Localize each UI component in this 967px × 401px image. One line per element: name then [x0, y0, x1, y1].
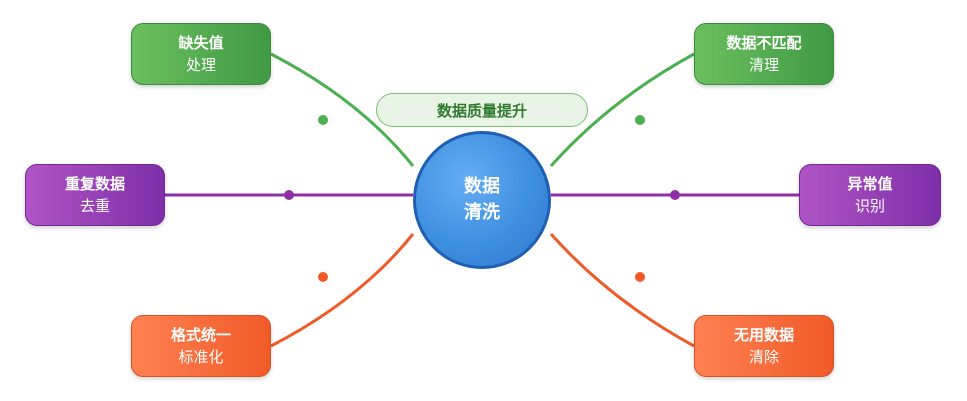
node-title: 重复数据 [64, 175, 125, 193]
quality-banner-label: 数据质量提升 [436, 101, 527, 120]
connector-missing [270, 52, 415, 167]
node-duplicate-data[interactable]: 重复数据 去重 [25, 164, 165, 226]
center-node[interactable]: 数据 清洗 [413, 131, 551, 269]
node-format-unification[interactable]: 格式统一 标准化 [131, 315, 271, 377]
center-node-line1: 数据 [464, 176, 500, 197]
node-subtitle: 处理 [185, 56, 216, 74]
dot-format [318, 272, 328, 282]
connector-format [270, 233, 415, 348]
node-title: 缺失值 [178, 34, 224, 52]
node-subtitle: 去重 [79, 197, 110, 215]
node-missing-values[interactable]: 缺失值 处理 [131, 23, 271, 85]
dot-missing [318, 115, 328, 125]
node-title: 无用数据 [733, 326, 794, 344]
node-subtitle: 标准化 [178, 348, 224, 366]
node-subtitle: 清理 [748, 56, 779, 74]
center-node-line2: 清洗 [464, 202, 500, 223]
quality-banner: 数据质量提升 [376, 93, 588, 127]
connector-mismatch [549, 52, 695, 167]
dot-mismatch [635, 115, 645, 125]
node-outliers[interactable]: 异常值 识别 [799, 164, 941, 226]
node-useless-data[interactable]: 无用数据 清除 [694, 315, 834, 377]
dot-useless [635, 272, 645, 282]
node-subtitle: 清除 [748, 348, 779, 366]
node-title: 数据不匹配 [726, 34, 802, 52]
node-data-mismatch[interactable]: 数据不匹配 清理 [694, 23, 834, 85]
node-title: 格式统一 [170, 326, 231, 344]
node-title: 异常值 [847, 175, 893, 193]
dot-duplicate [284, 190, 294, 200]
connector-useless [549, 233, 695, 348]
dot-outlier [670, 190, 680, 200]
node-subtitle: 识别 [854, 197, 885, 215]
